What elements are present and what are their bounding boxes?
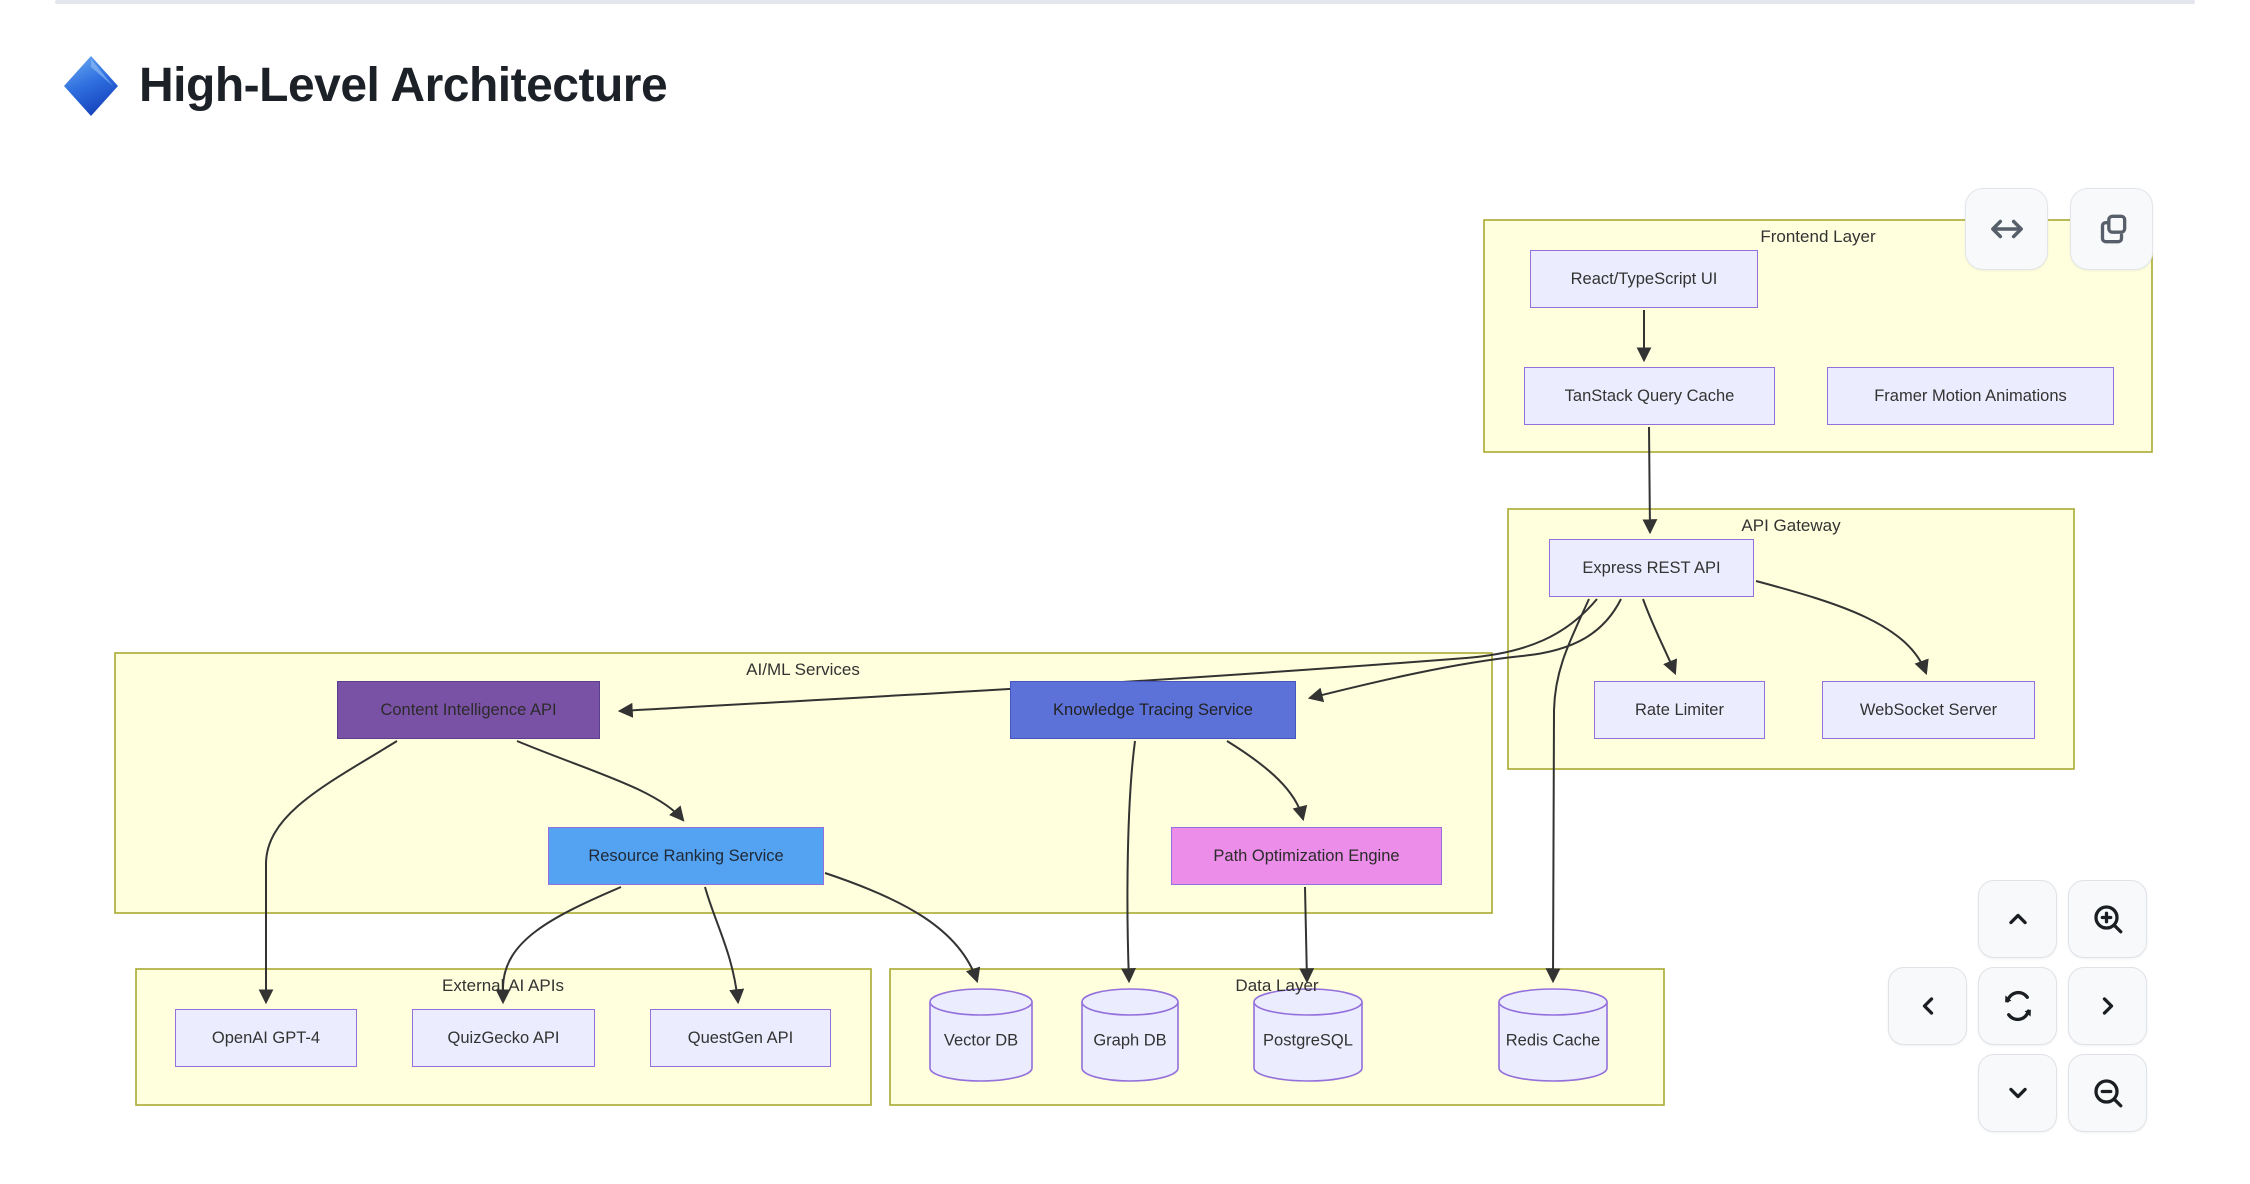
node-quizgecko-api: QuizGecko API (412, 1009, 595, 1067)
cluster-label-external: External AI APIs (442, 976, 564, 995)
node-content-intelligence-api: Content Intelligence API (337, 681, 600, 739)
node-express-rest-api: Express REST API (1549, 539, 1754, 597)
page-title: High-Level Architecture (139, 59, 668, 112)
chevron-up-icon (2008, 913, 2027, 925)
top-divider (55, 0, 2195, 4)
chevron-right-icon (2102, 997, 2113, 1015)
cylinder-label-vector-db: Vector DB (943, 1031, 1019, 1050)
pan-left-button[interactable] (1888, 967, 1967, 1045)
copy-diagram-button[interactable] (2070, 188, 2153, 270)
pan-down-button[interactable] (1978, 1054, 2057, 1132)
database-cylinders (929, 988, 1608, 1082)
zoom-in-button[interactable] (2068, 880, 2147, 958)
zoom-out-button[interactable] (2068, 1054, 2147, 1132)
zoom-in-icon (2093, 905, 2122, 934)
cluster-label-aiml: AI/ML Services (746, 660, 860, 679)
page-header: High-Level Architecture (63, 55, 668, 117)
cluster-label-data-layer: Data Layer (1235, 976, 1319, 995)
node-framer-motion-animations: Framer Motion Animations (1827, 367, 2114, 425)
cylinder-label-postgresql: PostgreSQL (1263, 1031, 1353, 1050)
node-rate-limiter: Rate Limiter (1594, 681, 1765, 739)
expand-horizontal-icon (1990, 219, 2023, 239)
node-path-optimization-engine: Path Optimization Engine (1171, 827, 1442, 885)
cluster-label-api-gateway: API Gateway (1741, 516, 1841, 535)
chevron-left-icon (1922, 997, 1933, 1015)
node-tanstack-query-cache: TanStack Query Cache (1524, 367, 1775, 425)
expand-diagram-button[interactable] (1965, 188, 2048, 270)
node-websocket-server: WebSocket Server (1822, 681, 2035, 739)
node-resource-ranking-service: Resource Ranking Service (548, 827, 824, 885)
cluster-rects (114, 219, 2153, 1106)
cylinder-label-redis-cache: Redis Cache (1505, 1031, 1601, 1050)
node-openai-gpt-4: OpenAI GPT-4 (175, 1009, 357, 1067)
diagram-edges (258, 310, 1929, 1005)
cylinder-label-graph-db: Graph DB (1093, 1031, 1167, 1050)
pan-right-button[interactable] (2068, 967, 2147, 1045)
copy-icon (2100, 214, 2126, 244)
node-knowledge-tracing-service: Knowledge Tracing Service (1010, 681, 1296, 739)
cluster-label-frontend: Frontend Layer (1760, 227, 1876, 246)
zoom-out-icon (2093, 1079, 2122, 1108)
node-questgen-api: QuestGen API (650, 1009, 831, 1067)
chevron-down-icon (2008, 1087, 2027, 1099)
blue-diamond-emoji (64, 56, 118, 116)
refresh-icon (2004, 990, 2031, 1022)
mermaid-diagram-viewport[interactable]: Frontend Layer API Gateway AI/ML Service… (0, 150, 2250, 1184)
pan-up-button[interactable] (1978, 880, 2057, 958)
reset-view-button[interactable] (1978, 967, 2057, 1045)
node-react-typescript-ui: React/TypeScript UI (1530, 250, 1758, 308)
